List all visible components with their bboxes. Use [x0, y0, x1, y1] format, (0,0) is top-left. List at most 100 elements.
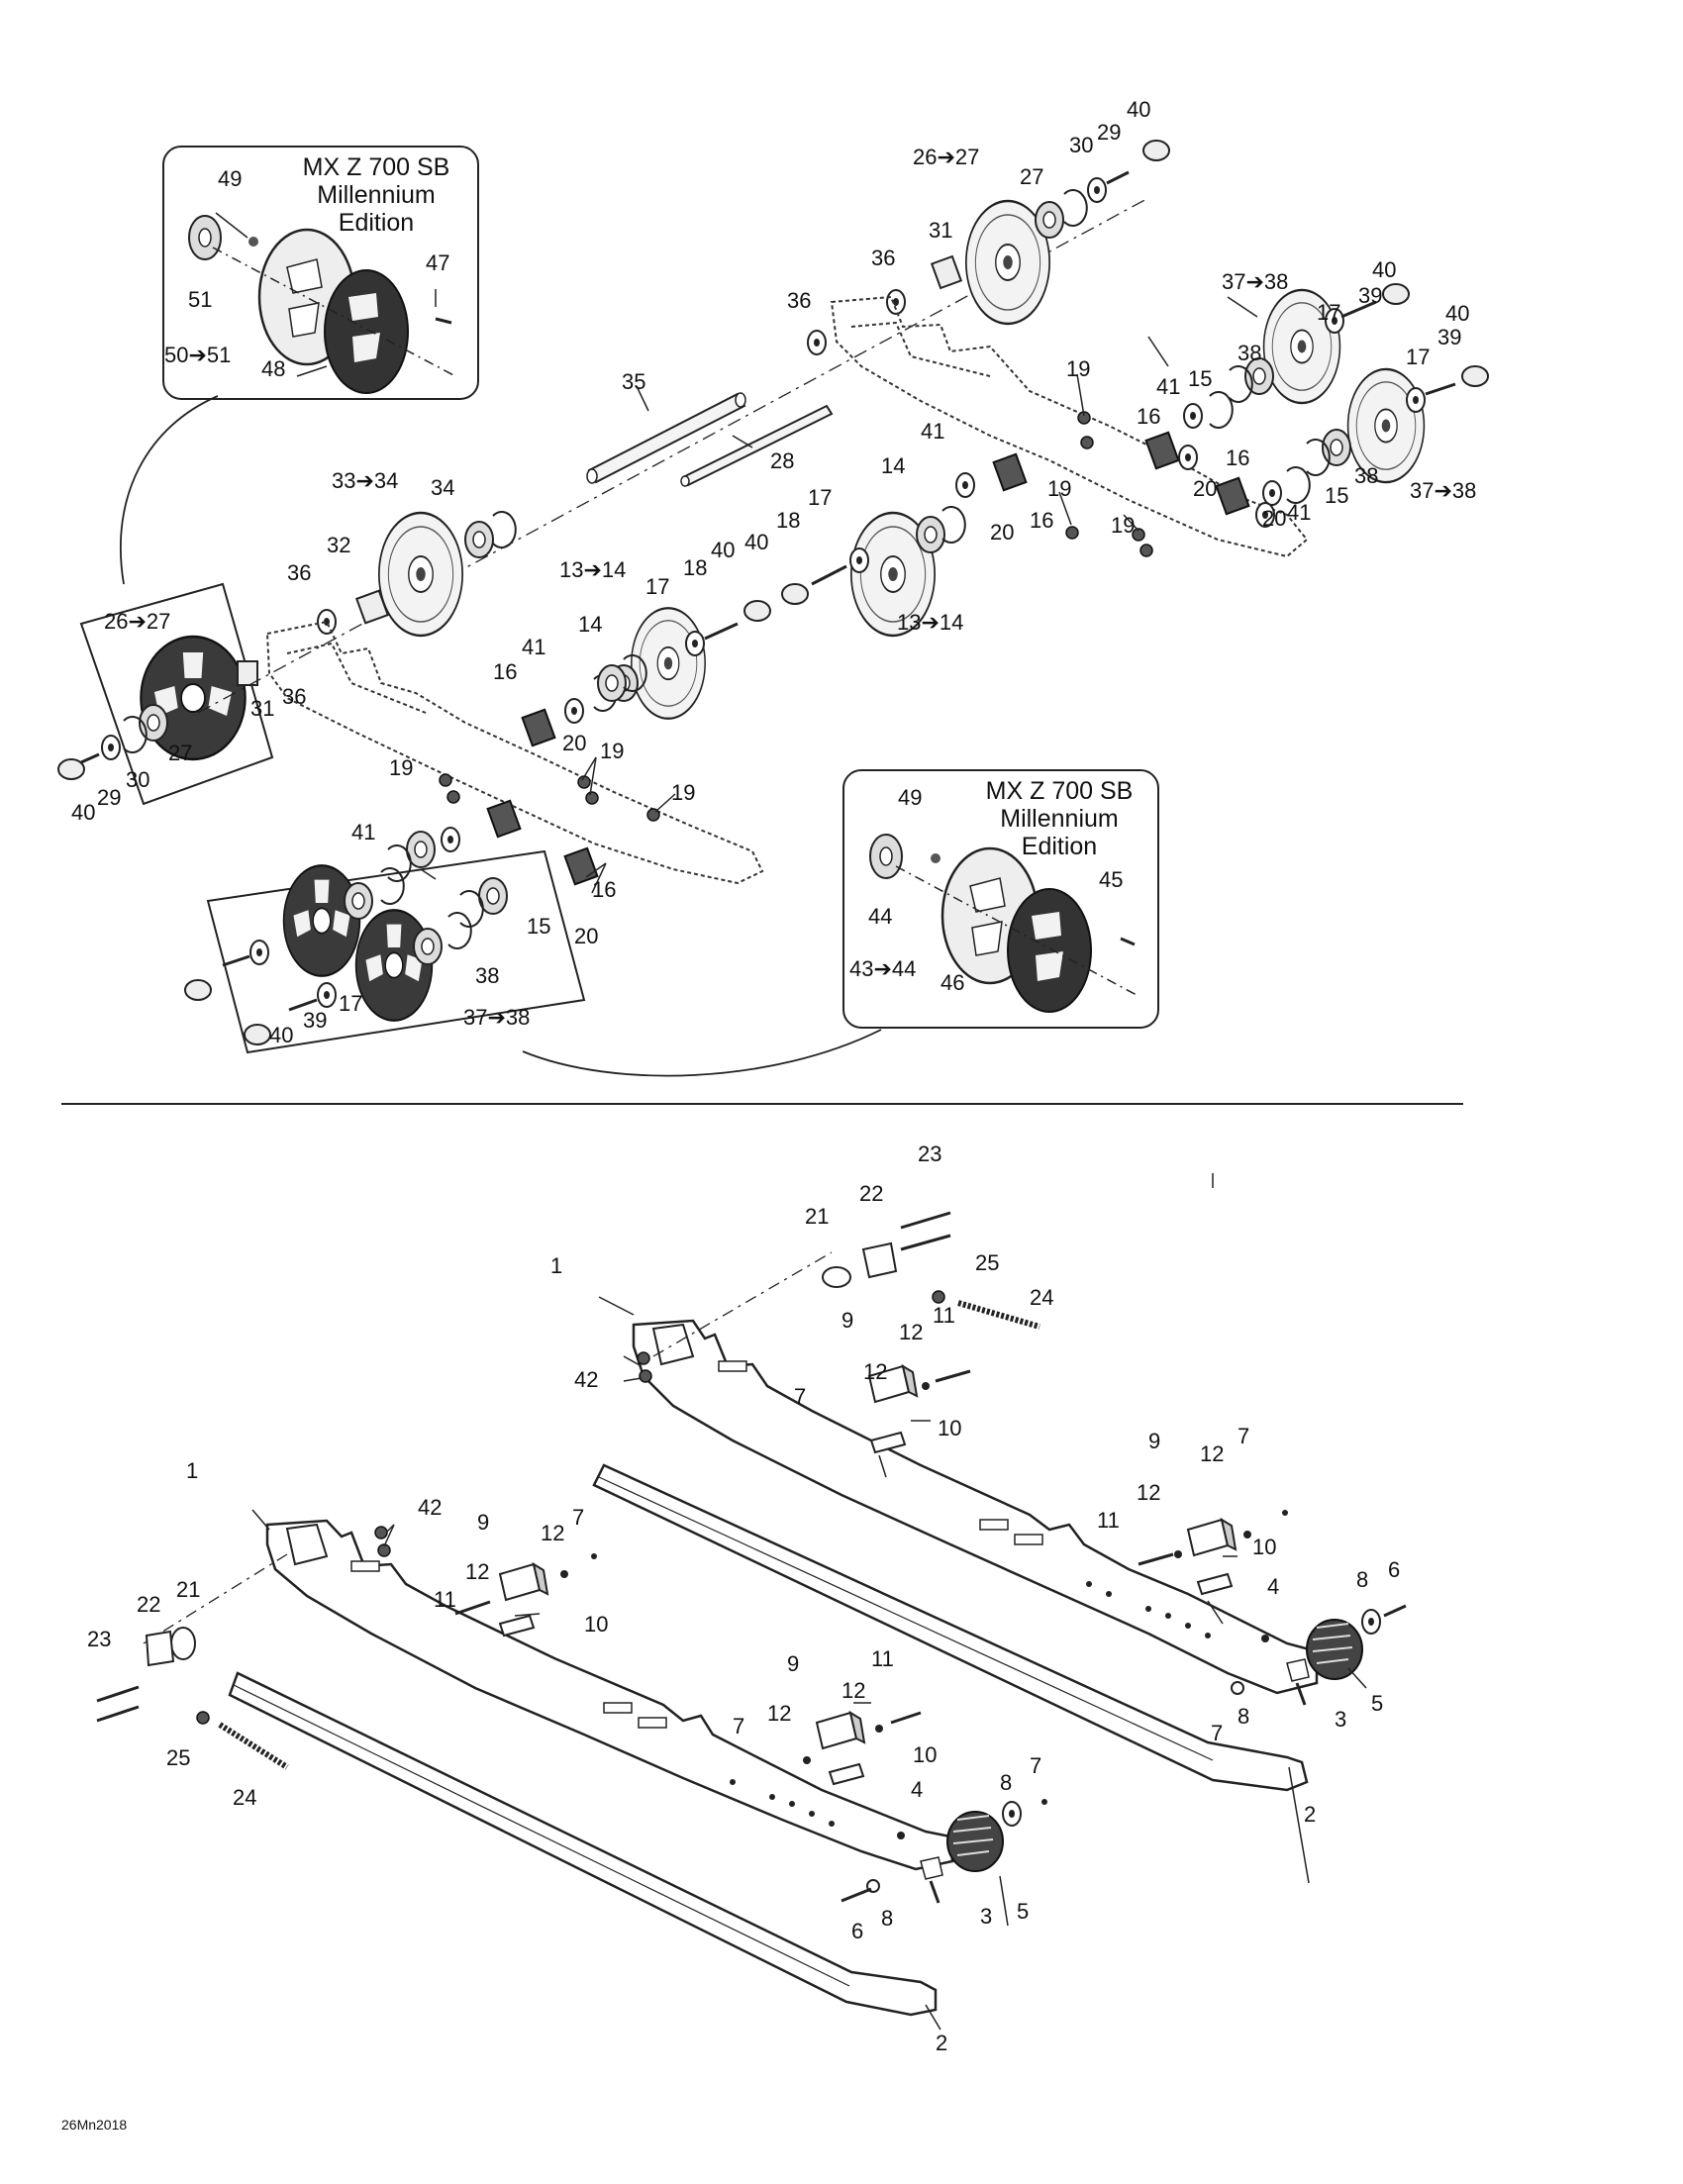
callout-31: 31: [250, 696, 275, 721]
callout-2: 2: [1304, 1802, 1317, 1827]
figure-code: 26Mn2018: [61, 2117, 128, 2133]
callout-41: 41: [522, 635, 546, 659]
callout-40: 40: [711, 538, 736, 562]
slider-blocks-upper: [955, 411, 1275, 557]
inset-label-line: Edition: [338, 209, 415, 237]
callout-20: 20: [574, 924, 599, 948]
callout-12: 12: [767, 1701, 792, 1726]
callout-9: 9: [787, 1651, 800, 1676]
callout-19: 19: [1111, 513, 1136, 538]
callout-8: 8: [881, 1906, 894, 1931]
callout-41: 41: [1156, 374, 1181, 399]
callout-16: 16: [592, 877, 617, 902]
callout-36: 36: [787, 288, 812, 313]
callout-20: 20: [990, 520, 1015, 545]
callout-24: 24: [1030, 1285, 1054, 1310]
callout-16: 16: [1226, 446, 1250, 470]
callout-16: 16: [1137, 404, 1161, 429]
callout-12: 12: [842, 1678, 866, 1703]
callout-40: 40: [744, 530, 769, 554]
callout-35: 35: [622, 369, 646, 394]
callout-37-38: 37➔38: [463, 1005, 531, 1030]
callout-10: 10: [913, 1742, 938, 1767]
callout-7: 7: [1211, 1721, 1224, 1745]
slider-blocks-middle: [439, 654, 660, 886]
callout-18: 18: [776, 508, 801, 533]
callout-36: 36: [871, 246, 896, 270]
callout-33-34: 33➔34: [332, 468, 399, 493]
callout-1: 1: [550, 1253, 563, 1278]
callout-26-27: 26➔27: [913, 145, 980, 169]
sprocket-box: [79, 582, 274, 806]
callout-22: 22: [137, 1592, 161, 1617]
callout-8: 8: [1356, 1567, 1369, 1592]
callout-29: 29: [97, 785, 122, 810]
callout-9: 9: [1148, 1429, 1161, 1453]
callout-4: 4: [1267, 1574, 1280, 1599]
callout-17: 17: [1406, 345, 1431, 369]
callout-36: 36: [287, 560, 312, 585]
callout-8: 8: [1238, 1704, 1250, 1729]
callout-32: 32: [327, 533, 351, 557]
callout-44: 44: [868, 904, 893, 929]
inset-label-line: Millennium: [317, 181, 436, 209]
lower-wheel-pair: [184, 827, 508, 1045]
inset-connector-top: [120, 395, 219, 585]
callout-27: 27: [168, 741, 193, 765]
callout-40: 40: [1445, 301, 1470, 326]
callout-30: 30: [1069, 133, 1094, 157]
inset-label-line: MX Z 700 SB: [302, 153, 450, 181]
hardware-right-rail: [637, 1211, 1407, 1706]
callout-23: 23: [918, 1142, 942, 1166]
callout-50-51: 50➔51: [164, 343, 232, 367]
callout-7: 7: [1238, 1424, 1250, 1448]
inset-box-bottom: [842, 769, 1159, 1029]
callout-20: 20: [1193, 476, 1218, 501]
inset-sprocket-top: [188, 215, 456, 394]
callout-11: 11: [1097, 1508, 1120, 1533]
callout-7: 7: [1030, 1753, 1042, 1778]
callout-12: 12: [541, 1521, 565, 1545]
suspension-frame-upper: [830, 295, 1309, 558]
axle-35: [586, 392, 746, 484]
callout-4: 4: [911, 1777, 924, 1802]
callout-7: 7: [572, 1505, 585, 1530]
callout-3: 3: [1335, 1707, 1347, 1732]
callout-11: 11: [871, 1646, 894, 1671]
callout-12: 12: [465, 1559, 490, 1584]
callout-5: 5: [1371, 1691, 1384, 1716]
callout-38: 38: [1238, 341, 1262, 365]
leader-lines: [215, 212, 1367, 2031]
axle-28: [680, 404, 834, 487]
callout-19: 19: [1066, 356, 1091, 381]
inset-connector-bottom: [522, 1029, 882, 1077]
callout-48: 48: [261, 356, 286, 381]
idler-wheel-26-27-top: [807, 140, 1170, 355]
callout-1: 1: [186, 1458, 199, 1483]
inset-label-line: Edition: [1021, 833, 1098, 860]
rail-left: [265, 1519, 954, 1871]
callout-28: 28: [770, 448, 795, 473]
callout-14: 14: [881, 453, 906, 478]
callout-12: 12: [1200, 1441, 1225, 1466]
inset-box-top: [162, 146, 479, 400]
callout-37-38: 37➔38: [1410, 478, 1477, 503]
callout-21: 21: [805, 1204, 830, 1229]
callout-5: 5: [1017, 1899, 1030, 1924]
callout-41: 41: [1287, 500, 1312, 525]
callout-6: 6: [851, 1919, 864, 1943]
callout-24: 24: [233, 1785, 257, 1810]
callout-27: 27: [1020, 164, 1044, 189]
callout-19: 19: [671, 780, 696, 805]
callout-39: 39: [303, 1008, 328, 1033]
callout-9: 9: [477, 1510, 490, 1535]
inset-label-line: MX Z 700 SB: [985, 777, 1134, 805]
callout-11: 11: [933, 1303, 955, 1328]
callout-37-38: 37➔38: [1222, 269, 1289, 294]
callout-12: 12: [1137, 1480, 1161, 1505]
callout-15: 15: [527, 914, 551, 939]
hardware-left-rail: [96, 1526, 1047, 1904]
callout-22: 22: [859, 1181, 884, 1206]
suspension-frame-lower: [265, 620, 764, 885]
inset-sprocket-bottom: [869, 834, 1138, 1013]
